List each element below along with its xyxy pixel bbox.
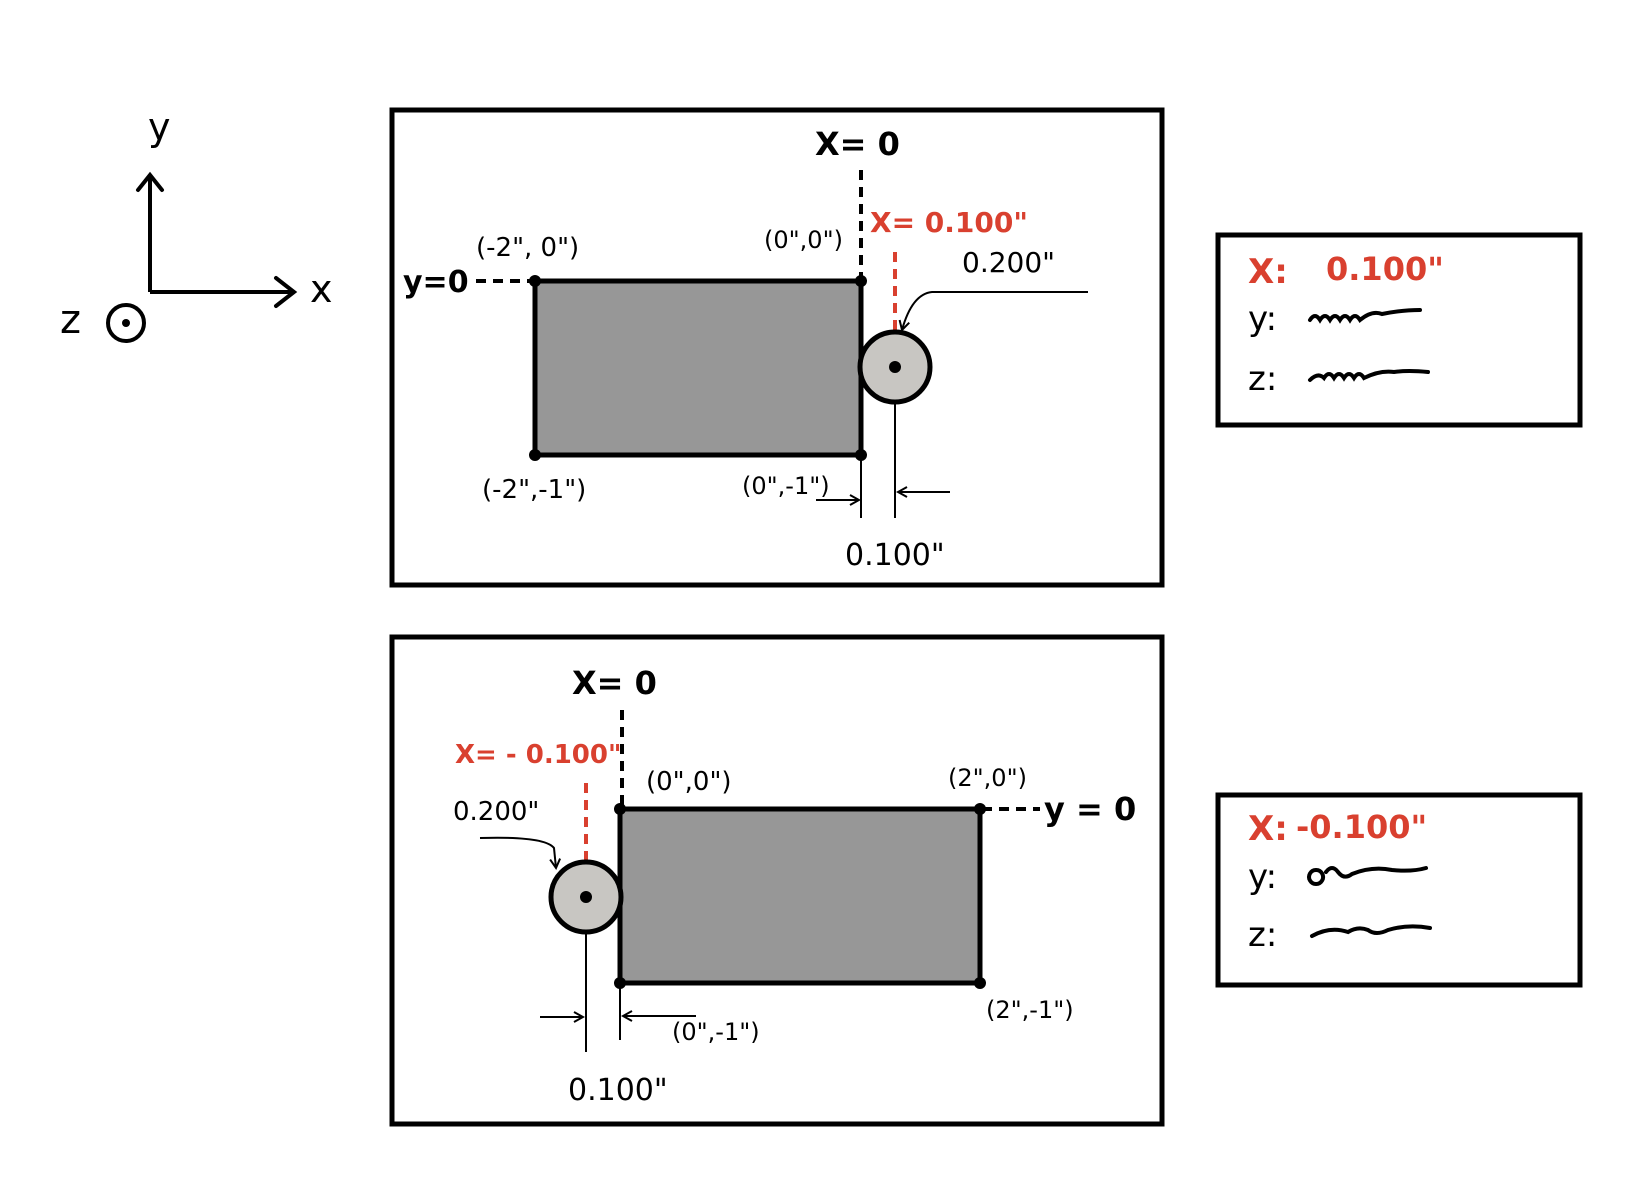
top-corner-tl-label: (-2", 0") bbox=[476, 233, 579, 263]
readout-top-z-label: z: bbox=[1248, 359, 1277, 399]
bottom-x-zero-label: X= 0 bbox=[572, 664, 657, 702]
bottom-corner-br-label: (2",-1") bbox=[986, 996, 1074, 1024]
bottom-tool-diameter-label: 0.200" bbox=[453, 797, 539, 827]
readout-bottom-y-label: y: bbox=[1248, 857, 1277, 897]
top-tool-diameter-leader bbox=[902, 291, 1088, 330]
readout-bottom-x-value: -0.100" bbox=[1296, 808, 1427, 846]
top-corner-tl-point bbox=[529, 275, 541, 287]
bottom-y-zero-label: y = 0 bbox=[1044, 790, 1136, 828]
top-part-rectangle bbox=[532, 278, 864, 458]
top-view-panel: X= 0 y=0 (-2", 0") (0",0") (-2",-1") (0"… bbox=[389, 107, 1165, 588]
top-tool-diameter-label: 0.200" bbox=[962, 246, 1055, 279]
top-corner-br-point bbox=[855, 449, 867, 461]
top-corner-tr-label: (0",0") bbox=[764, 226, 843, 254]
bottom-view-frame bbox=[389, 634, 1165, 1127]
top-x-zero-label: X= 0 bbox=[815, 125, 900, 163]
bottom-part-rectangle bbox=[617, 806, 983, 986]
bottom-corner-tr-label: (2",0") bbox=[948, 764, 1027, 792]
bottom-tool-diameter-leader bbox=[479, 836, 556, 868]
bottom-corner-tl-label: (0",0") bbox=[646, 767, 732, 797]
bottom-tool-center-point bbox=[580, 891, 592, 903]
bottom-offset-dimension-label: 0.100" bbox=[568, 1073, 668, 1108]
bottom-corner-bl-point bbox=[614, 977, 626, 989]
top-offset-dimension-label: 0.100" bbox=[845, 538, 945, 573]
top-corner-tr-point bbox=[855, 275, 867, 287]
readout-top-z-scribble bbox=[1308, 369, 1430, 382]
readout-top-y-scribble bbox=[1308, 308, 1422, 324]
readout-top-box: X: 0.100" y: z: bbox=[1215, 232, 1583, 428]
readout-bottom-z-scribble bbox=[1310, 924, 1432, 938]
axis-triad: y x z bbox=[60, 105, 333, 343]
bottom-tool-x-label: X= - 0.100" bbox=[455, 740, 622, 770]
top-corner-bl-label: (-2",-1") bbox=[482, 475, 586, 505]
readout-top-frame bbox=[1215, 232, 1583, 428]
top-y-zero-label: y=0 bbox=[403, 265, 469, 300]
readout-top-x-label: X: bbox=[1248, 252, 1288, 292]
x-axis-label: x bbox=[310, 267, 333, 311]
z-axis-label: z bbox=[60, 297, 81, 343]
x-axis-arrowhead bbox=[274, 276, 298, 308]
y-axis-label: y bbox=[148, 105, 171, 149]
top-tool-x-label: X= 0.100" bbox=[870, 206, 1028, 239]
top-view-frame bbox=[389, 107, 1165, 588]
bottom-corner-tl-point bbox=[614, 803, 626, 815]
z-axis-out-of-page-icon bbox=[106, 303, 146, 343]
bottom-view-panel: X= 0 y = 0 (0",0") (2",0") (0",-1") (2",… bbox=[389, 634, 1165, 1127]
readout-bottom-y-scribble bbox=[1307, 866, 1428, 886]
readout-bottom-z-label: z: bbox=[1248, 915, 1277, 955]
readout-top-x-value: 0.100" bbox=[1326, 250, 1444, 288]
bottom-corner-tr-point bbox=[974, 803, 986, 815]
readout-bottom-x-label: X: bbox=[1248, 809, 1288, 849]
z-axis-dot-icon bbox=[122, 319, 130, 327]
bottom-corner-br-point bbox=[974, 977, 986, 989]
top-corner-bl-point bbox=[529, 449, 541, 461]
top-corner-br-label: (0",-1") bbox=[742, 472, 830, 500]
readout-bottom-frame bbox=[1215, 792, 1583, 988]
readout-top-y-label: y: bbox=[1248, 299, 1277, 339]
top-tool-center-point bbox=[889, 361, 901, 373]
bottom-corner-bl-label: (0",-1") bbox=[672, 1018, 760, 1046]
readout-bottom-box: X: -0.100" y: z: bbox=[1215, 792, 1583, 988]
y-axis-arrowhead bbox=[136, 171, 164, 192]
